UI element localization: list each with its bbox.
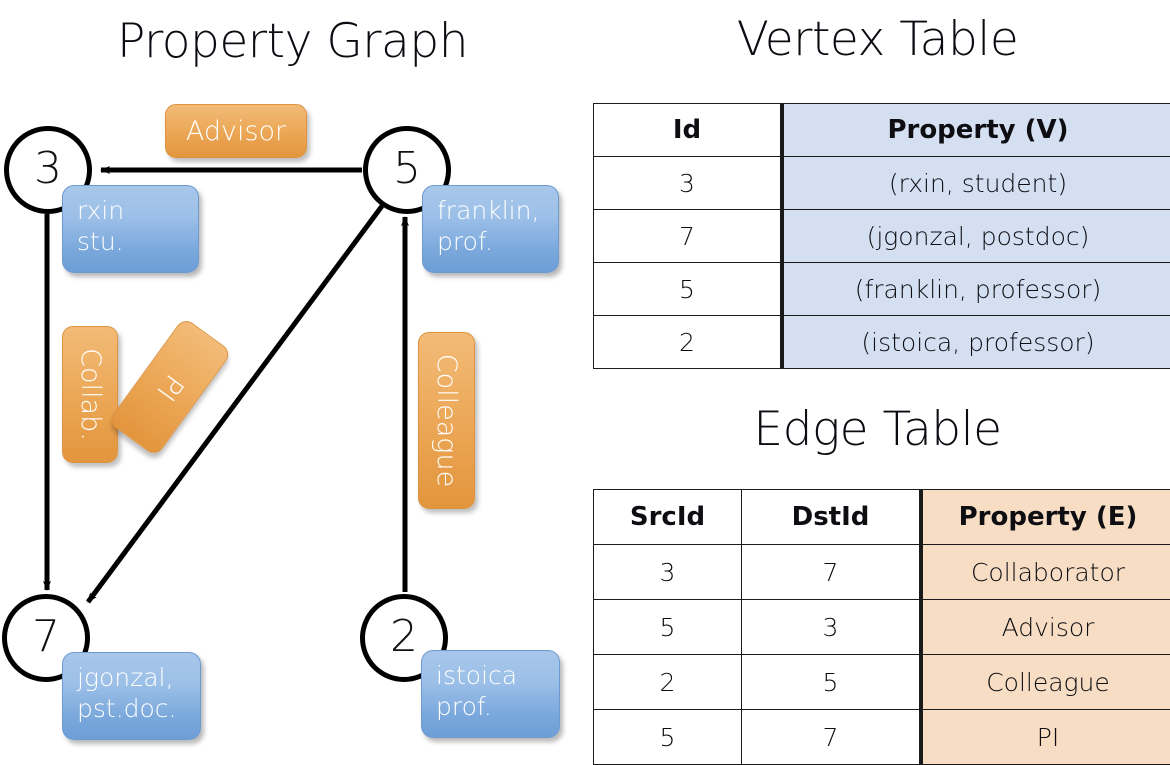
vertex-table-header-row: Id Property (V)	[594, 104, 1170, 157]
edge-label-collab-text: Collab.	[75, 348, 106, 441]
node-property-box-5: franklin, prof.	[422, 185, 559, 273]
vertex-cell-id: 7	[594, 210, 783, 263]
vertex-cell-id: 2	[594, 316, 783, 369]
edge-label-pi-text: PI	[150, 368, 189, 406]
edge-cell-dstid: 7	[742, 710, 922, 765]
edge-table-header-dstid: DstId	[742, 490, 922, 545]
vertex-cell-id: 5	[594, 263, 783, 316]
vertex-cell-property: (rxin, student)	[782, 157, 1170, 210]
page-title-edge-table: Edge Table	[585, 402, 1170, 457]
node-property-box-2: istoica prof.	[421, 650, 560, 738]
page-title-vertex-table: Vertex Table	[585, 12, 1170, 67]
vertex-table: Id Property (V) 3 (rxin, student) 7 (jgo…	[593, 103, 1170, 369]
table-row: 5 3 Advisor	[594, 600, 1170, 655]
table-row: 3 (rxin, student)	[594, 157, 1170, 210]
edge-label-advisor: Advisor	[165, 104, 307, 158]
table-row: 7 (jgonzal, postdoc)	[594, 210, 1170, 263]
edge-table-header-row: SrcId DstId Property (E)	[594, 490, 1170, 545]
edge-cell-property: Collaborator	[921, 545, 1170, 600]
edge-cell-dstid: 3	[742, 600, 922, 655]
table-row: 2 5 Colleague	[594, 655, 1170, 710]
table-row: 3 7 Collaborator	[594, 545, 1170, 600]
edge-label-colleague-text: Colleague	[431, 354, 462, 487]
edge-label-collab: Collab.	[62, 326, 118, 463]
edge-cell-srcid: 2	[594, 655, 742, 710]
edge-cell-srcid: 3	[594, 545, 742, 600]
edge-cell-srcid: 5	[594, 600, 742, 655]
property-graph-diagram: 3 5 7 2 rxin stu. franklin, prof. jgonza…	[0, 0, 585, 760]
vertex-cell-property: (istoica, professor)	[782, 316, 1170, 369]
table-row: 5 (franklin, professor)	[594, 263, 1170, 316]
edge-cell-srcid: 5	[594, 710, 742, 765]
edge-cell-property: Colleague	[921, 655, 1170, 710]
edge-table-header-srcid: SrcId	[594, 490, 742, 545]
vertex-cell-property: (franklin, professor)	[782, 263, 1170, 316]
vertex-cell-property: (jgonzal, postdoc)	[782, 210, 1170, 263]
edge-cell-property: Advisor	[921, 600, 1170, 655]
edge-label-colleague: Colleague	[418, 332, 475, 509]
edge-cell-property: PI	[921, 710, 1170, 765]
node-property-box-3: rxin stu.	[62, 185, 199, 273]
table-row: 5 7 PI	[594, 710, 1170, 765]
edge-cell-dstid: 5	[742, 655, 922, 710]
edge-table: SrcId DstId Property (E) 3 7 Collaborato…	[593, 489, 1170, 765]
edge-table-header-property: Property (E)	[921, 490, 1170, 545]
vertex-table-header-id: Id	[594, 104, 783, 157]
vertex-cell-id: 3	[594, 157, 783, 210]
table-row: 2 (istoica, professor)	[594, 316, 1170, 369]
edge-label-advisor-text: Advisor	[186, 116, 286, 147]
edge-cell-dstid: 7	[742, 545, 922, 600]
node-property-box-7: jgonzal, pst.doc.	[62, 652, 201, 740]
vertex-table-header-property: Property (V)	[782, 104, 1170, 157]
